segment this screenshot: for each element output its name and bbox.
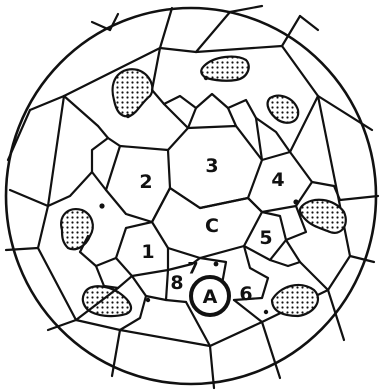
cell-label-central: C [205,215,219,237]
cell-label-apical: A [203,286,218,308]
cell-label-1: 1 [141,241,154,263]
cell-label-8: 8 [170,272,183,294]
cell-label-7: 7 [187,259,198,278]
cell-2-wall [106,146,170,222]
cell-label-6: 6 [239,283,252,305]
plastid-top-right [268,96,299,123]
cell-label-5: 5 [259,227,272,249]
plastid-bottom-left [83,286,131,316]
plastid-left [61,209,93,249]
plastid-top-center [201,57,249,81]
cell-label-4: 4 [271,169,284,191]
plastid-bottom-right [272,285,318,316]
plastid-top-left [113,69,153,116]
outer-boundary [6,8,376,384]
cell-label-2: 2 [139,171,152,193]
cell-label-3: 3 [205,155,218,177]
